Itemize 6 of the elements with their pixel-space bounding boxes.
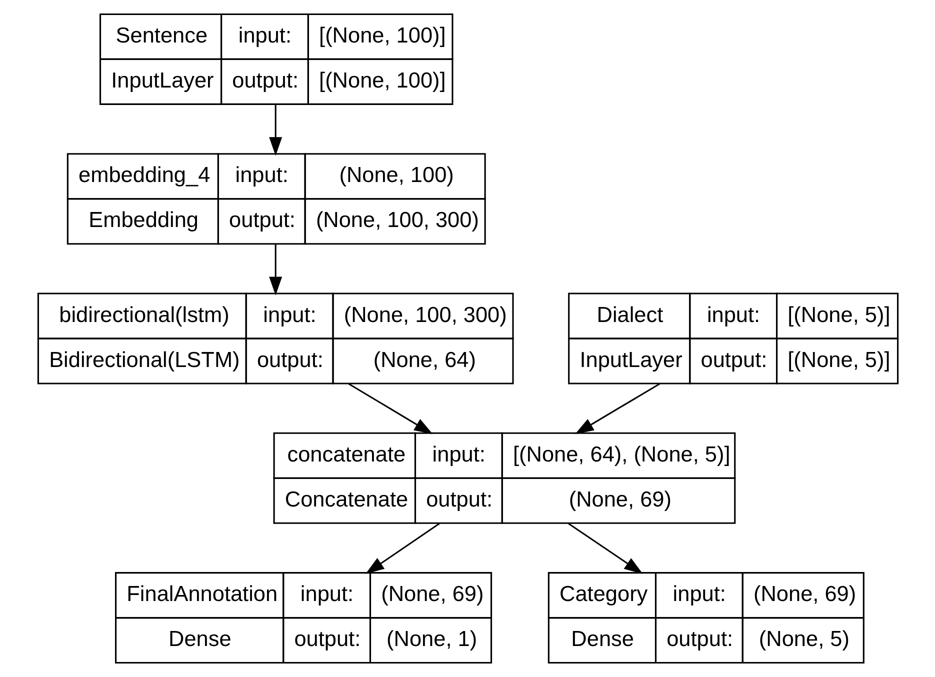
arrow [574, 382, 660, 434]
arrow [268, 244, 282, 296]
arrow [567, 522, 642, 574]
arrow [348, 382, 432, 434]
arrow [268, 104, 282, 156]
arrow [365, 522, 440, 574]
